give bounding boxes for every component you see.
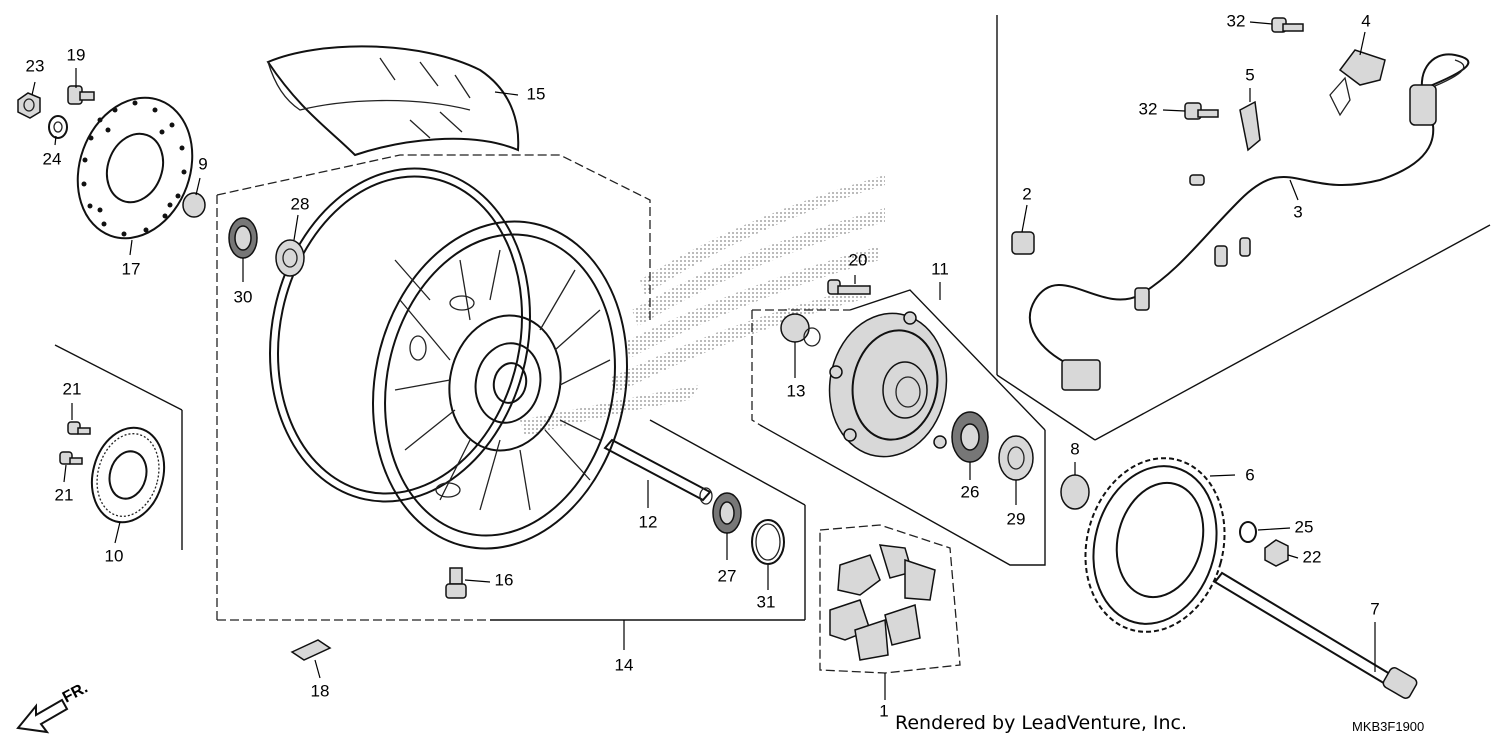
render-credit: Rendered by LeadVenture, Inc. bbox=[895, 712, 1188, 734]
callout-32a: 32 bbox=[1227, 11, 1246, 30]
leader-lines bbox=[31, 21, 1376, 700]
rear-wheel bbox=[269, 167, 628, 550]
callout-18: 18 bbox=[311, 681, 330, 700]
callout-12: 12 bbox=[639, 512, 658, 531]
callout-28: 28 bbox=[291, 194, 310, 213]
callout-19: 19 bbox=[67, 45, 86, 64]
callout-20: 20 bbox=[849, 250, 868, 269]
callout-29: 29 bbox=[1007, 509, 1026, 528]
callout-7: 7 bbox=[1370, 599, 1379, 618]
callout-30: 30 bbox=[234, 287, 253, 306]
diagram-code: MKB3F1900 bbox=[1352, 719, 1425, 734]
callout-2: 2 bbox=[1022, 184, 1031, 203]
callout-21b: 21 bbox=[55, 485, 74, 504]
callout-8: 8 bbox=[1070, 439, 1079, 458]
tire bbox=[266, 45, 520, 157]
callout-13: 13 bbox=[787, 381, 806, 400]
pulser-ring-frame bbox=[54, 344, 183, 550]
callout-16: 16 bbox=[495, 570, 514, 589]
callouts: 1 2 3 4 5 6 7 8 9 10 11 12 13 14 15 16 1… bbox=[26, 11, 1380, 720]
callout-6: 6 bbox=[1245, 465, 1254, 484]
callout-32b: 32 bbox=[1139, 99, 1158, 118]
callout-24: 24 bbox=[43, 149, 62, 168]
damper-frame bbox=[819, 524, 961, 674]
flange-assembly-frame bbox=[751, 289, 1046, 566]
callout-14: 14 bbox=[615, 655, 634, 674]
callout-23: 23 bbox=[26, 56, 45, 75]
callout-9: 9 bbox=[198, 154, 207, 173]
sprocket-flange bbox=[828, 311, 948, 458]
driven-sprocket bbox=[1084, 457, 1226, 633]
small-parts bbox=[17, 85, 1418, 699]
callout-5: 5 bbox=[1245, 65, 1254, 84]
callout-31: 31 bbox=[757, 592, 776, 611]
callout-27: 27 bbox=[718, 566, 737, 585]
abs-sensor-cable bbox=[1011, 17, 1470, 391]
front-direction-arrow: FR. bbox=[16, 679, 91, 734]
brake-disc bbox=[76, 96, 194, 240]
callout-1: 1 bbox=[879, 701, 888, 720]
callout-11: 11 bbox=[931, 259, 949, 278]
callout-4: 4 bbox=[1361, 11, 1370, 30]
abs-sensor-frame bbox=[996, 15, 1491, 441]
callout-22: 22 bbox=[1303, 547, 1322, 566]
callout-26: 26 bbox=[961, 482, 980, 501]
pulser-ring bbox=[90, 426, 166, 524]
damper-rubbers bbox=[829, 544, 936, 661]
callout-25: 25 bbox=[1295, 517, 1314, 536]
callout-10: 10 bbox=[105, 546, 124, 565]
callout-17: 17 bbox=[122, 259, 141, 278]
callout-3: 3 bbox=[1293, 202, 1302, 221]
wheel-assembly-frame bbox=[216, 154, 806, 621]
callout-21a: 21 bbox=[63, 379, 82, 398]
callout-15: 15 bbox=[527, 84, 546, 103]
